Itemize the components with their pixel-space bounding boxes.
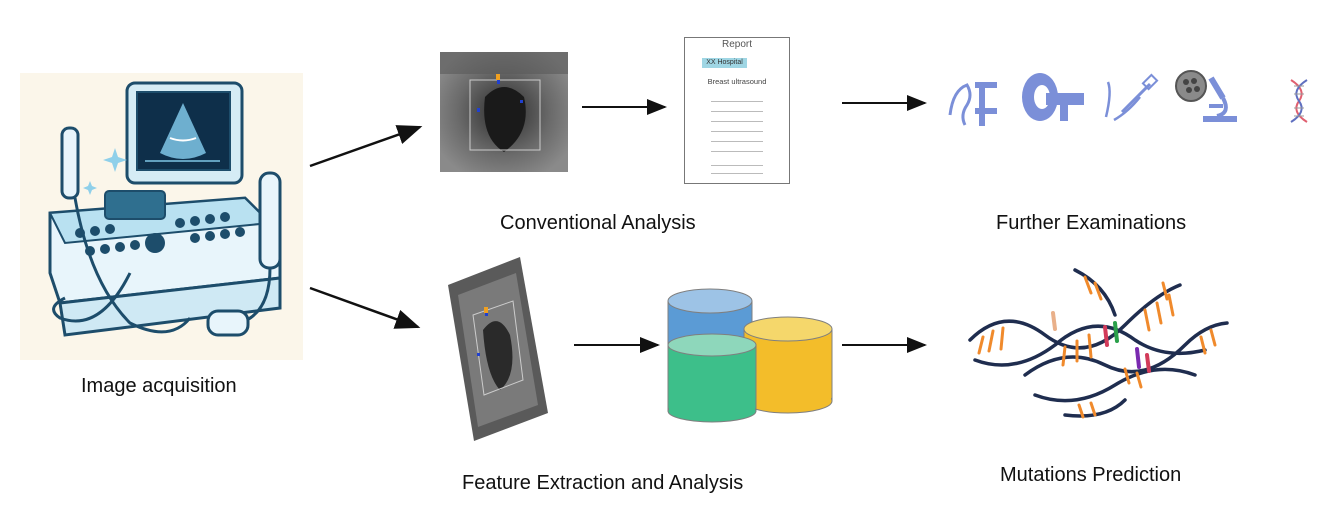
image-acquisition-label: Image acquisition xyxy=(81,375,237,397)
arrow-to-feature xyxy=(309,286,421,329)
mutations-prediction-label: Mutations Prediction xyxy=(1000,464,1182,486)
tilted-ultrasound-image xyxy=(448,255,548,445)
ct-scanner-icon xyxy=(1020,70,1085,125)
further-examinations-label: Further Examinations xyxy=(996,212,1187,234)
dna-strands-illustration xyxy=(965,265,1230,425)
report-hospital: XX Hospital xyxy=(702,58,747,68)
mammography-icon xyxy=(945,70,1000,128)
database-icon xyxy=(666,287,836,423)
dna-icon xyxy=(1287,78,1311,124)
conventional-analysis-label: Conventional Analysis xyxy=(500,212,696,234)
report-title: Report xyxy=(721,39,752,50)
feature-extraction-label: Feature Extraction and Analysis xyxy=(462,472,744,494)
microscope-icon xyxy=(1173,68,1241,126)
ultrasound-machine-icon xyxy=(20,73,303,360)
biopsy-icon xyxy=(1100,72,1162,127)
arrow-to-conventional xyxy=(309,125,423,168)
report-document: Report XX Hospital Breast ultrasound xyxy=(684,37,790,184)
ultrasound-image xyxy=(440,52,568,172)
report-subtitle: Breast ultrasound xyxy=(707,77,767,86)
